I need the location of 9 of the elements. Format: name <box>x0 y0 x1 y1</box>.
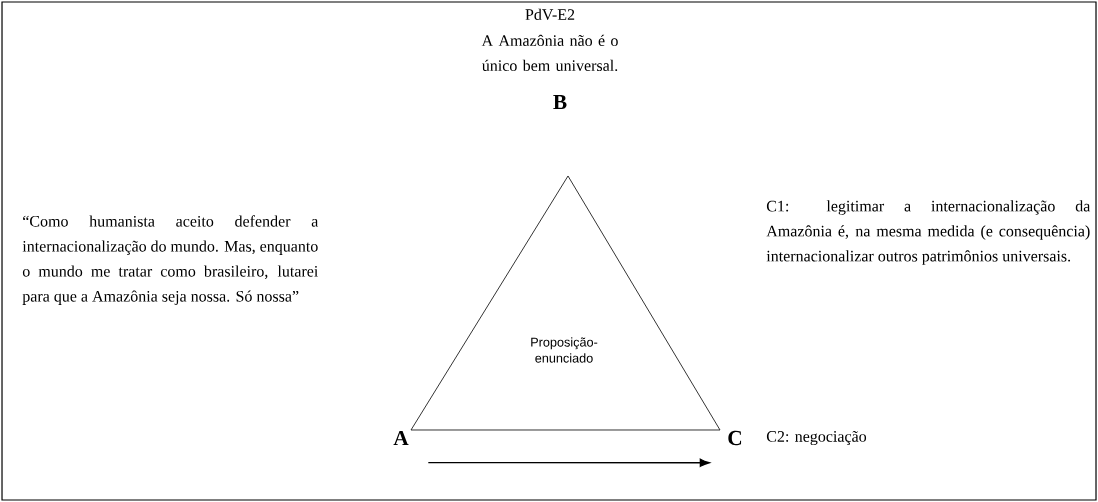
description-text: C2: negociação <box>766 430 867 446</box>
vertex-label: C <box>728 430 742 446</box>
arrow <box>427 458 710 467</box>
heading: PdV-E2 <box>525 8 575 21</box>
vertex-label: A <box>393 430 409 446</box>
description-text: C1: legitimar a internacionalização da Amazônia é, na mesma medida (e consequência) internacionalizar outros patrimônios universais. <box>766 200 1091 265</box>
heading: A Amazônia não é o único bem universal. <box>481 34 618 72</box>
vertex-label: B <box>553 95 567 109</box>
quote-text: “Como humanista aceito defender a internacionalização do mundo. Mas, enquanto o mundo me tratar como brasileiro, lutarei para que a Amazônia seja nossa. Só nossa” <box>22 215 319 305</box>
